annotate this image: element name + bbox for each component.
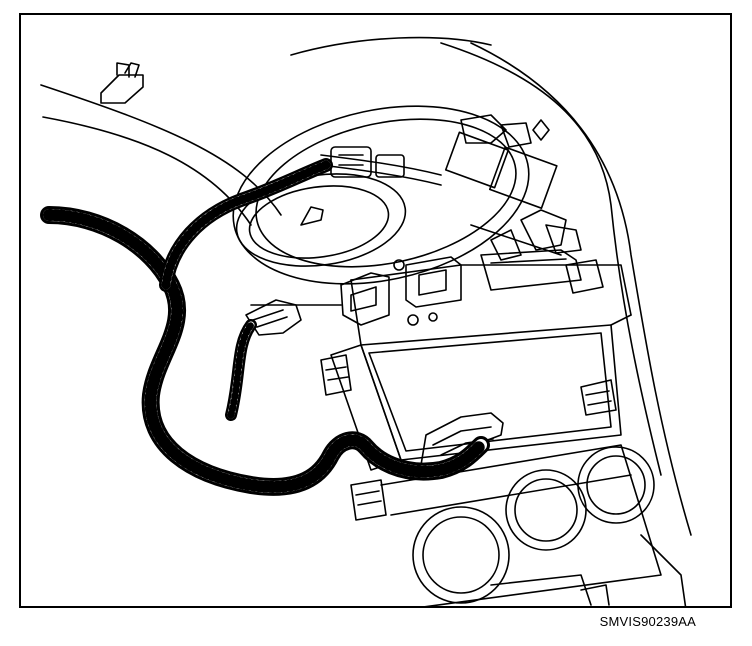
left-connector xyxy=(245,299,302,336)
upper-connector xyxy=(444,114,582,261)
figure-code: SMVIS90239AA xyxy=(599,614,696,629)
lower-bezel xyxy=(380,444,687,606)
instrument-panel-illustration xyxy=(40,36,692,606)
upper-opening xyxy=(232,105,530,285)
middle-connectors xyxy=(250,249,582,326)
side-clips xyxy=(320,259,617,521)
center-harness xyxy=(320,146,442,186)
bracket-icon xyxy=(100,62,144,104)
dashboard-contour xyxy=(40,36,692,536)
wiring-harness xyxy=(40,158,490,496)
diagram-frame xyxy=(19,13,732,608)
